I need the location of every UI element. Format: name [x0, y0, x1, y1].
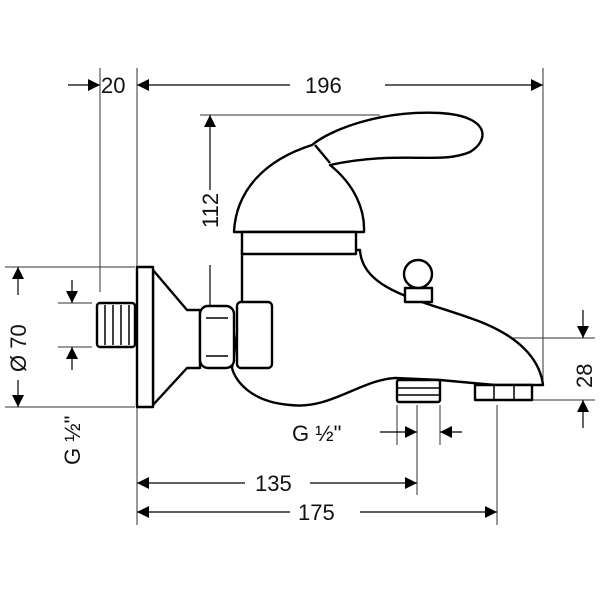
- dim-outlet-thread: G ½": [292, 421, 341, 446]
- dim-total-length: 196: [305, 73, 342, 98]
- wall-flange: [135, 265, 155, 409]
- dim-wall-offset: 20: [101, 73, 125, 98]
- dim-height: 112: [198, 193, 223, 228]
- wall-cone: [151, 268, 202, 407]
- diverter-knob: [402, 258, 434, 290]
- lever-handle: [232, 111, 484, 234]
- outlet-thread: [395, 378, 442, 404]
- dim-outlet-distance: 135: [255, 471, 292, 496]
- aerator: [473, 383, 534, 402]
- dim-flange-diameter: Ø 70: [6, 324, 31, 372]
- dimension-lines: [12, 79, 589, 518]
- faucet-body: [230, 248, 545, 407]
- dim-outlet-height: 28: [572, 364, 597, 388]
- dim-spout-distance: 175: [298, 500, 335, 525]
- faucet-outline: [95, 111, 545, 409]
- dim-inlet-thread: G ½": [60, 416, 85, 465]
- connector-block: [235, 300, 274, 370]
- cartridge-ring: [240, 230, 358, 256]
- inlet-thread: [95, 301, 137, 349]
- union-nut: [198, 304, 236, 370]
- diverter-stem: [403, 286, 434, 304]
